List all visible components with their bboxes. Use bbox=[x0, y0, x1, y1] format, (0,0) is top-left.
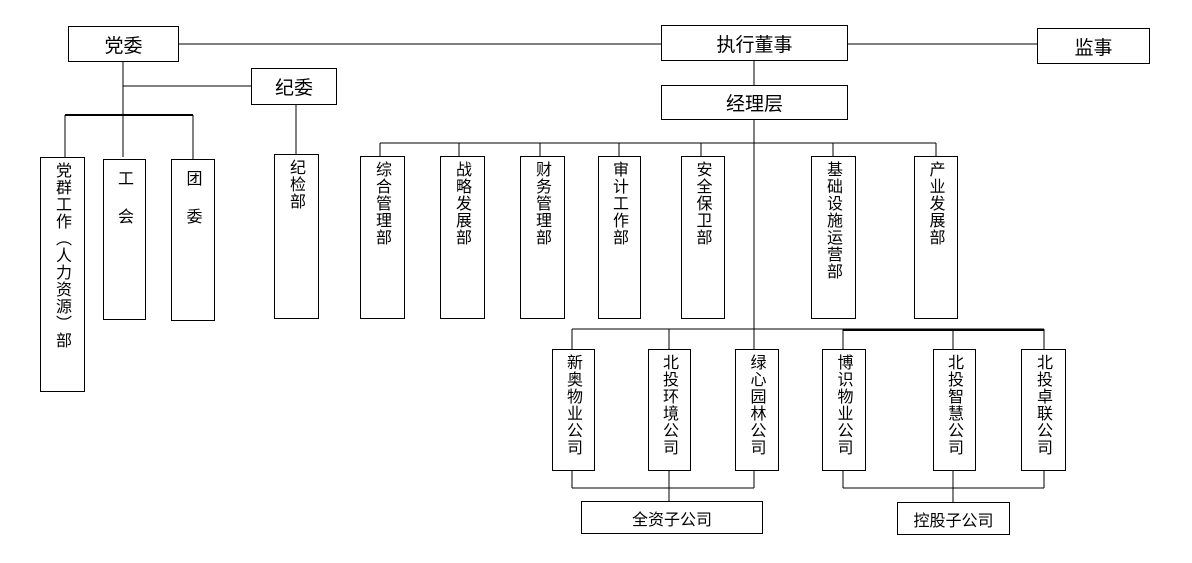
youth-league-label: 团委 bbox=[183, 170, 203, 246]
supervisor-box: 监事 bbox=[1037, 28, 1150, 64]
party-hr-dept-box: 党群工作（人力资源）部 bbox=[40, 157, 85, 392]
dept-infrastructure-operations: 基础设施运营部 bbox=[811, 156, 856, 319]
subsidiary-beitou-smart: 北投智慧公司 bbox=[933, 349, 976, 471]
holding-label: 控股子公司 bbox=[913, 510, 994, 530]
subsidiary-boshi-property: 博识物业公司 bbox=[822, 349, 866, 471]
discipline-committee-label: 纪委 bbox=[274, 77, 313, 99]
subsidiary-beitou-zhuolian: 北投卓联公司 bbox=[1021, 349, 1066, 471]
discipline-dept-label: 纪检部 bbox=[287, 159, 306, 210]
supervisor-label: 监事 bbox=[1074, 36, 1113, 59]
youth-league-box: 团委 bbox=[171, 159, 215, 321]
party-committee-box: 党委 bbox=[68, 26, 179, 62]
party-committee-label: 党委 bbox=[104, 34, 143, 57]
dept-industry-development: 产业发展部 bbox=[914, 156, 958, 319]
discipline-committee-box: 纪委 bbox=[251, 68, 337, 105]
party-hr-dept-label: 党群工作（人力资源）部 bbox=[53, 162, 72, 349]
subsidiary-xinao-property: 新奥物业公司 bbox=[552, 349, 595, 471]
wholly-owned-label: 全资子公司 bbox=[631, 509, 712, 529]
trade-union-box: 工会 bbox=[103, 159, 146, 320]
management-label: 经理层 bbox=[725, 93, 783, 115]
subsidiary-lvxin-garden: 绿心园林公司 bbox=[735, 349, 779, 471]
discipline-dept-box: 纪检部 bbox=[274, 154, 319, 319]
management-box: 经理层 bbox=[661, 85, 848, 120]
executive-director-box: 执行董事 bbox=[661, 25, 848, 61]
dept-strategic-development: 战略发展部 bbox=[440, 156, 485, 319]
trade-union-label: 工会 bbox=[115, 170, 134, 246]
dept-finance-management: 财务管理部 bbox=[520, 156, 565, 319]
wholly-owned-label-box: 全资子公司 bbox=[581, 501, 763, 534]
subsidiary-beitou-environment: 北投环境公司 bbox=[648, 349, 691, 471]
dept-security: 安全保卫部 bbox=[681, 156, 725, 319]
executive-director-label: 执行董事 bbox=[716, 33, 793, 56]
holding-label-box: 控股子公司 bbox=[897, 502, 1010, 535]
dept-general-management: 综合管理部 bbox=[360, 156, 405, 319]
dept-audit: 审计工作部 bbox=[598, 156, 641, 319]
